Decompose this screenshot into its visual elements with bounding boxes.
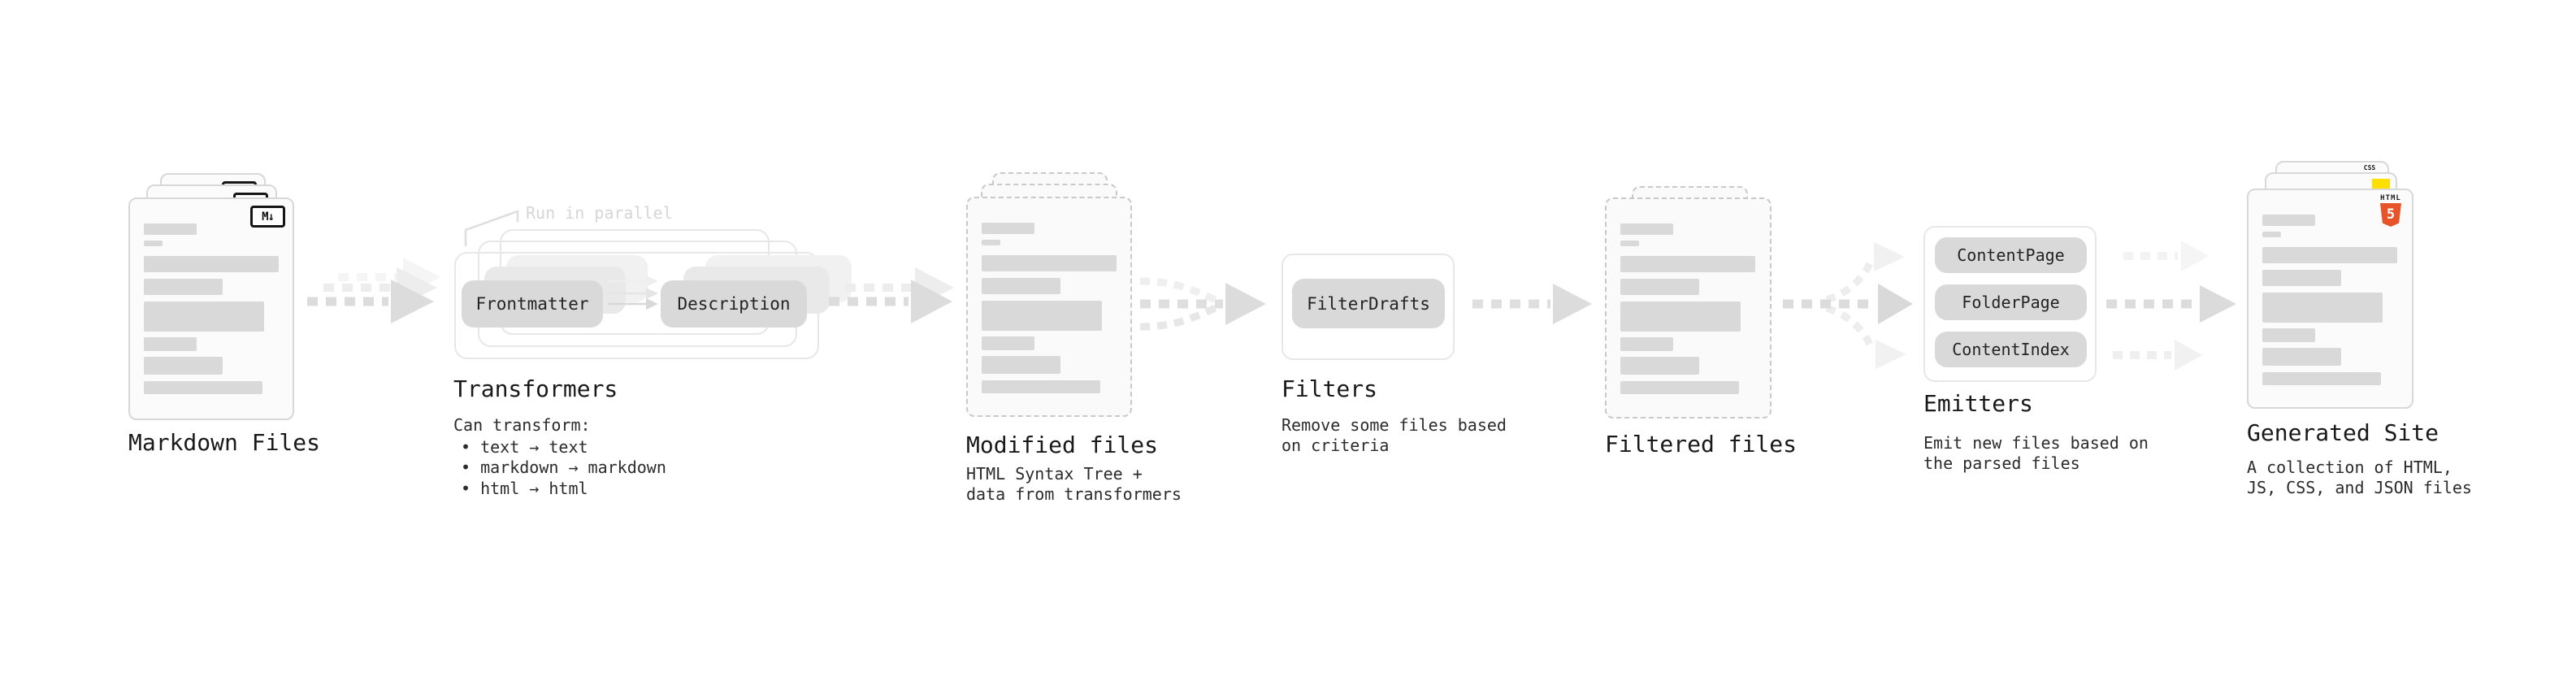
skeleton-line xyxy=(2262,232,2281,237)
markdown-file-card-front: M↓ xyxy=(128,197,294,420)
modified-file-card-front xyxy=(966,197,1132,417)
arrow-emitters-top xyxy=(2123,241,2209,271)
filters-desc-line: on criteria xyxy=(1281,436,1390,455)
skeleton-line xyxy=(144,256,279,272)
stage-label-emitters: Emitters xyxy=(1923,390,2033,417)
transformers-desc-title: Can transform: xyxy=(453,415,591,435)
skeleton-line xyxy=(2262,270,2341,286)
skeleton-line xyxy=(2262,293,2383,323)
filtered-file-card-front xyxy=(1605,197,1772,419)
emitters-desc-line: Emit new files based on xyxy=(1923,433,2149,453)
generated-desc-line: A collection of HTML, xyxy=(2247,458,2452,477)
skeleton-line xyxy=(1620,357,1699,375)
skeleton-line xyxy=(144,279,223,295)
skeleton-line xyxy=(2262,372,2381,385)
stage-label-transformers: Transformers xyxy=(453,375,618,402)
skeleton-line xyxy=(144,337,197,351)
skeleton-line xyxy=(144,301,264,332)
stage-label-filtered-files: Filtered files xyxy=(1605,431,1798,458)
skeleton-line xyxy=(982,223,1034,234)
skeleton-line xyxy=(1620,279,1699,295)
skeleton-line xyxy=(1620,223,1673,235)
skeleton-line xyxy=(982,255,1117,271)
run-in-parallel-annotation: Run in parallel xyxy=(526,203,673,223)
skeleton-line xyxy=(982,278,1060,294)
emitter-pill-contentpage: ContentPage xyxy=(1935,237,2087,273)
arrow-modified-to-filters-merge xyxy=(1139,277,1266,331)
html5-icon-shield: 5 xyxy=(2380,203,2401,227)
skeleton-line xyxy=(1620,241,1639,246)
skeleton-line xyxy=(1620,256,1755,272)
skeleton-line xyxy=(1620,337,1673,351)
skeleton-line xyxy=(144,241,163,246)
generated-desc-line: JS, CSS, and JSON files xyxy=(2247,478,2472,497)
arrow-emitters-middle xyxy=(2106,285,2236,323)
skeleton-line xyxy=(144,381,262,394)
generated-site-card-html: HTML 5 xyxy=(2247,189,2413,409)
transformer-pill-description: Description xyxy=(661,280,807,327)
skeleton-line xyxy=(982,336,1034,350)
skeleton-line xyxy=(982,380,1100,393)
skeleton-line xyxy=(144,223,197,235)
arrow-markdown-to-transformers xyxy=(307,258,440,323)
arrow-emitters-bottom xyxy=(2113,340,2202,371)
emitters-frame xyxy=(1923,226,2097,382)
stage-label-markdown-files: Markdown Files xyxy=(128,429,321,456)
stage-label-filters: Filters xyxy=(1281,375,1378,402)
arrow-filtered-to-emitters-fanout xyxy=(1783,242,1913,369)
transformers-bullet: • html → html xyxy=(461,479,588,498)
skeleton-line xyxy=(2262,348,2341,366)
transformers-bullet: • markdown → markdown xyxy=(461,458,666,477)
modified-desc-line: HTML Syntax Tree + xyxy=(966,464,1143,484)
skeleton-line xyxy=(2262,328,2315,342)
skeleton-line xyxy=(982,356,1060,374)
markdown-icon: M↓ xyxy=(250,206,285,228)
transformer-pill-frontmatter: Frontmatter xyxy=(462,280,603,327)
html5-icon: HTML 5 xyxy=(2379,194,2402,227)
emitter-pill-folderpage: FolderPage xyxy=(1935,284,2087,320)
css3-icon-label: CSS xyxy=(2363,164,2376,171)
html5-icon-label: HTML xyxy=(2380,194,2401,202)
skeleton-line xyxy=(982,301,1102,331)
skeleton-line xyxy=(144,357,223,375)
filters-frame xyxy=(1281,254,1455,360)
skeleton-line xyxy=(2262,247,2397,263)
javascript-icon xyxy=(2372,179,2390,189)
skeleton-line xyxy=(2262,215,2315,226)
stage-label-modified-files: Modified files xyxy=(966,432,1159,458)
filter-pill-filterdrafts: FilterDrafts xyxy=(1292,279,1445,328)
emitters-desc-line: the parsed files xyxy=(1923,453,2080,473)
stage-label-generated-site: Generated Site xyxy=(2247,419,2439,446)
skeleton-line xyxy=(1620,301,1741,332)
filters-desc-line: Remove some files based xyxy=(1281,415,1507,435)
arrow-filters-to-filtered xyxy=(1472,284,1592,324)
modified-desc-line: data from transformers xyxy=(966,484,1182,504)
emitter-pill-contentindex: ContentIndex xyxy=(1935,332,2087,367)
skeleton-line xyxy=(1620,381,1739,394)
transformers-bullet: • text → text xyxy=(461,437,588,457)
skeleton-line xyxy=(982,240,1000,245)
